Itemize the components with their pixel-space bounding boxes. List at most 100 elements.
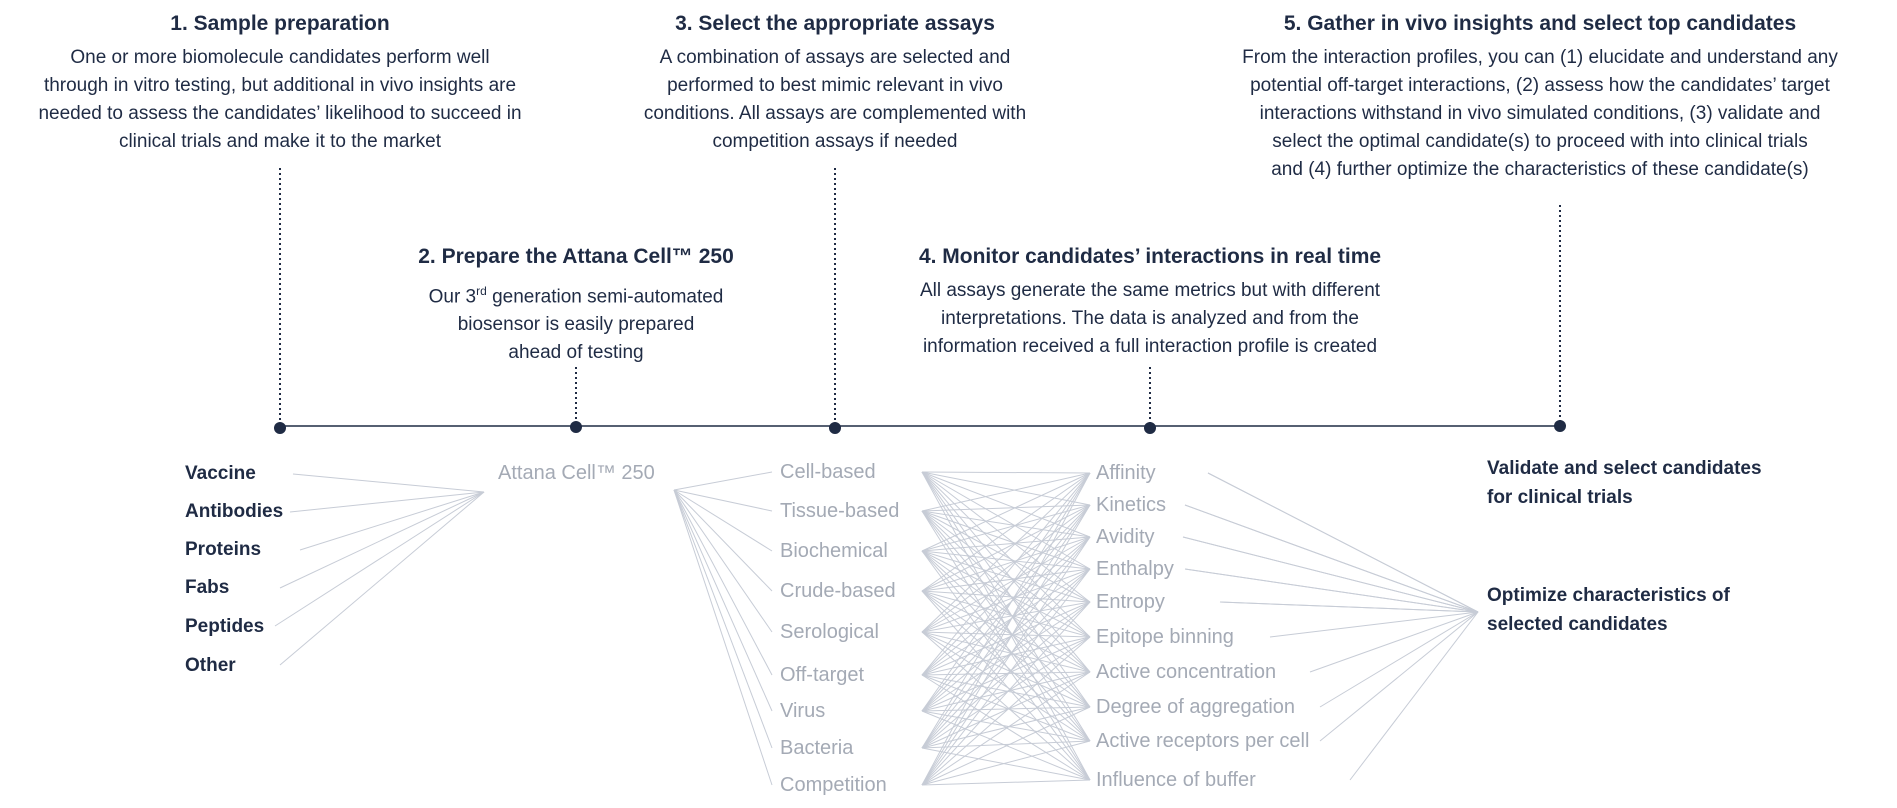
assay-metric-link	[921, 471, 1091, 538]
assay-metric-link	[921, 710, 1091, 742]
assay-bacteria: Bacteria	[780, 737, 854, 759]
instrument-assay-link	[673, 489, 773, 552]
step-2-node	[570, 421, 582, 433]
metric-validate-link	[1182, 536, 1479, 613]
step-3-line: competition assays if needed	[712, 131, 958, 152]
assay-metric-link	[921, 504, 1091, 676]
step-2-line: Our 3rd generation semi-automated	[428, 284, 724, 308]
step-3: 3. Select the appropriate assays A combi…	[605, 12, 1065, 156]
assay-metric-link	[921, 504, 1091, 633]
metric-optimize-link	[1309, 611, 1479, 673]
assay-metric-link	[921, 740, 1091, 749]
outcome-validate-line: for clinical trials	[1487, 487, 1633, 508]
metric-kinetics: Kinetics	[1096, 494, 1167, 516]
step-4-node	[1144, 422, 1156, 434]
candidate-link	[279, 491, 485, 589]
assay-metric-link	[921, 504, 1091, 749]
step-1-line: needed to assess the candidates’ likelih…	[38, 103, 522, 124]
metric-enthalpy: Enthalpy	[1096, 558, 1174, 580]
assay-metric-link	[921, 631, 1091, 742]
instrument-assay-link	[673, 489, 773, 749]
metric-validate-link	[1184, 504, 1479, 613]
metric-optimize-link	[1319, 611, 1479, 708]
assay-metric-link	[921, 536, 1091, 712]
metric-avidity: Avidity	[1096, 526, 1155, 548]
assay-metric-link	[921, 472, 1091, 712]
instrument-assay-link	[673, 489, 773, 676]
assay-tissue-based: Tissue-based	[780, 500, 900, 522]
step-4: 4. Monitor candidates’ interactions in r…	[855, 245, 1445, 361]
assay-metric-link	[921, 601, 1091, 749]
instrument-assay-link	[673, 489, 773, 512]
assay-metric-link	[921, 671, 1091, 749]
step-1-line: clinical trials and make it to the marke…	[118, 131, 442, 152]
step-1: 1. Sample preparation One or more biomol…	[20, 12, 540, 156]
assay-metric-link	[921, 536, 1091, 786]
assay-metric-link	[921, 568, 1091, 633]
candidate-fabs: Fabs	[185, 577, 230, 598]
metric-validate-link	[1184, 568, 1479, 613]
assay-metric-link	[921, 568, 1091, 676]
candidate-link	[292, 473, 485, 493]
assay-metric-link	[921, 671, 1091, 712]
assay-metric-link	[921, 568, 1091, 786]
assay-metric-link	[921, 568, 1091, 749]
metric-active-concentration: Active concentration	[1096, 661, 1277, 683]
assay-crude-based: Crude-based	[780, 580, 896, 602]
instrument-assay-link	[673, 489, 773, 633]
step-4-line: information received a full interaction …	[922, 336, 1378, 357]
assay-cell-based: Cell-based	[780, 461, 876, 483]
candidate-vaccine: Vaccine	[185, 463, 256, 484]
step-3-description: A combination of assays are selected and…	[605, 44, 1065, 156]
instrument-assay-link	[673, 489, 773, 592]
assay-metric-link	[921, 504, 1091, 786]
assay-metric-link	[921, 631, 1091, 638]
step-3-line: A combination of assays are selected and	[659, 47, 1011, 68]
metric-validate-link	[1219, 601, 1479, 613]
step-1-line: One or more biomolecule candidates perfo…	[70, 47, 490, 68]
assay-metric-link	[921, 471, 1091, 506]
step-3-line: performed to best mimic relevant in vivo	[667, 75, 1003, 96]
step-1-node	[274, 422, 286, 434]
candidate-antibodies: Antibodies	[185, 501, 284, 522]
assay-metric-link	[921, 472, 1091, 676]
step-5: 5. Gather in vivo insights and select to…	[1195, 12, 1885, 184]
metric-degree-of-aggregation: Degree of aggregation	[1096, 696, 1296, 718]
assay-metric-link	[921, 590, 1091, 603]
candidate-link	[289, 491, 485, 513]
assay-metric-link	[921, 601, 1091, 633]
step-4-description: All assays generate the same metrics but…	[855, 277, 1445, 361]
assay-metric-link	[921, 536, 1091, 749]
step-2-line: ahead of testing	[508, 342, 644, 364]
assay-metric-link	[921, 471, 1091, 673]
metric-affinity: Affinity	[1096, 462, 1156, 484]
metric-optimize-link	[1349, 611, 1479, 781]
assay-off-target: Off-target	[780, 664, 865, 686]
assay-virus: Virus	[780, 700, 826, 722]
assay-competition: Competition	[780, 774, 887, 796]
assay-metric-link	[921, 504, 1091, 712]
candidate-proteins: Proteins	[185, 539, 262, 560]
assay-metric-link	[921, 472, 1091, 512]
assay-serological: Serological	[780, 621, 879, 643]
assay-metric-link	[921, 706, 1091, 786]
step-1-line: through in vitro testing, but additional…	[43, 75, 517, 96]
assay-metric-link	[921, 568, 1091, 712]
assay-metric-link	[921, 747, 1091, 781]
outcome-validate-line: Validate and select candidates	[1487, 458, 1762, 479]
assay-metric-link	[921, 536, 1091, 676]
step-2: 2. Prepare the Attana Cell™ 250 Our 3rd …	[376, 245, 776, 367]
assay-metric-link	[921, 590, 1091, 673]
assay-metric-link	[921, 636, 1091, 712]
metric-optimize-link	[1269, 611, 1479, 638]
outcome-optimize-line: Optimize characteristics of	[1487, 585, 1730, 606]
step-4-line: interpretations. The data is analyzed an…	[941, 308, 1359, 329]
step-5-line: select the optimal candidate(s) to proce…	[1272, 131, 1808, 152]
step-5-description: From the interaction profiles, you can (…	[1195, 44, 1885, 184]
assay-metric-link	[921, 779, 1091, 786]
assay-metric-link	[921, 740, 1091, 786]
step-5-line: potential off-target interactions, (2) a…	[1250, 75, 1830, 96]
step-2-description: Our 3rd generation semi-automated biosen…	[376, 277, 776, 367]
assay-metric-link	[921, 631, 1091, 781]
candidate-other: Other	[185, 655, 236, 676]
